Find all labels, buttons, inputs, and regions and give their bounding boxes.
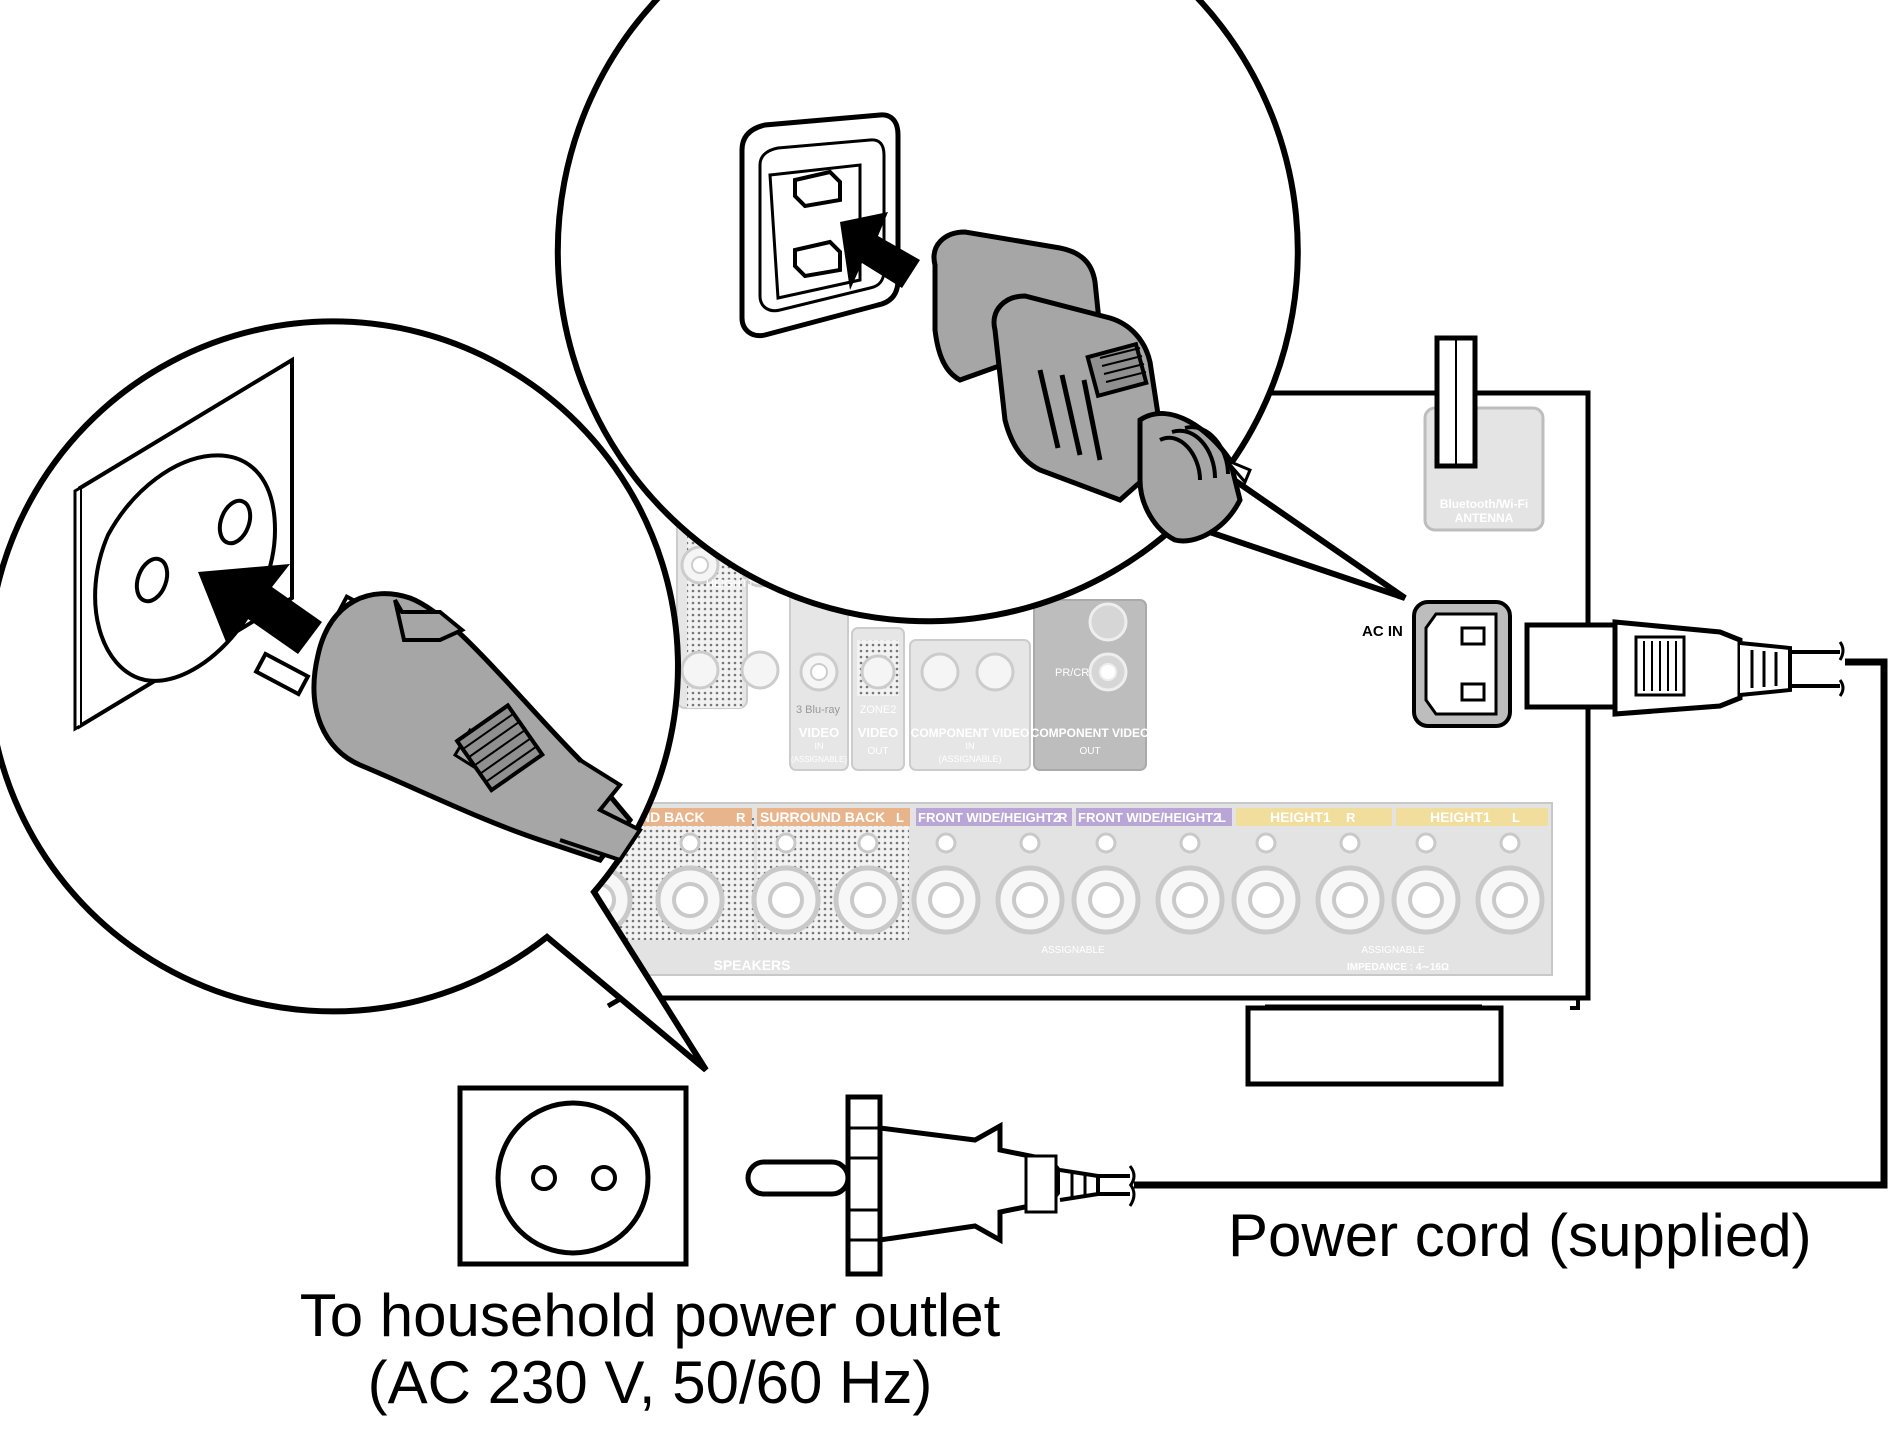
zone2-label: ZONE2: [860, 704, 897, 716]
component-video-out-label: OUT: [1079, 746, 1100, 757]
speaker-terminals: ND BACK SURROUND BACK FRONT WIDE/HEIGHT2…: [563, 802, 1553, 976]
speaker-label-3: FRONT WIDE/HEIGHT2: [918, 810, 1060, 825]
outlet-caption: To household power outlet (AC 230 V, 50/…: [285, 1282, 1015, 1416]
video-in-label: IN: [815, 741, 824, 751]
speaker-side-6: L: [1512, 810, 1520, 825]
minus-terminal-icon: [679, 832, 701, 854]
binding-post-center: [1408, 882, 1444, 918]
arrow-right-icon: [840, 212, 920, 290]
ac-in-label: AC IN: [1362, 623, 1403, 640]
binding-post-center: [928, 882, 964, 918]
binding-post-center: [672, 882, 708, 918]
minus-terminal-icon: [857, 832, 879, 854]
household-outlet: [457, 1085, 689, 1267]
receiver-foot: [1245, 1005, 1504, 1087]
speaker-label-2: SURROUND BACK: [760, 809, 885, 825]
binding-post-center: [1088, 882, 1124, 918]
plus-terminal-icon: [1415, 832, 1437, 854]
component-video-in-assignable: (ASSIGNABLE): [938, 754, 1001, 764]
minus-terminal-icon: [1499, 832, 1521, 854]
speaker-side-3: R: [1058, 810, 1068, 825]
speakers-label: SPEAKERS: [713, 957, 790, 973]
power-cord-caption: Power cord (supplied): [1228, 1202, 1812, 1269]
minus-terminal-icon: [1019, 832, 1041, 854]
plus-terminal-icon: [1095, 832, 1117, 854]
speaker-side-1: R: [736, 810, 746, 825]
plug-icon: [253, 591, 643, 863]
binding-post-center: [1248, 882, 1284, 918]
iec-connector-icon: [931, 229, 1252, 544]
assignable-label-1: ASSIGNABLE: [1041, 945, 1105, 956]
outlet-caption-line2: (AC 230 V, 50/60 Hz): [367, 1349, 933, 1417]
binding-post-center: [768, 882, 804, 918]
iec-magnifier: [554, 0, 1407, 625]
impedance-label: IMPEDANCE : 4∼16Ω: [1347, 962, 1449, 973]
receiver-rear-panel: Bluetooth/Wi-Fi ANTENNA AC IN: [563, 335, 1845, 1087]
video-out-title: VIDEO: [858, 725, 898, 740]
iec-connector-inserted: [1524, 619, 1845, 717]
outlet-caption-line1: To household power outlet: [299, 1282, 1001, 1349]
binding-post-center: [1012, 882, 1048, 918]
component-video-in-label: IN: [966, 741, 975, 751]
wall-socket-magnifier: [0, 318, 709, 1073]
speaker-label-4: FRONT WIDE/HEIGHT2: [1078, 810, 1220, 825]
antenna-label-line1: Bluetooth/Wi-Fi: [1440, 497, 1529, 511]
assignable-label-2: ASSIGNABLE: [1361, 945, 1425, 956]
blu-ray-label: 3 Blu-ray: [796, 704, 841, 716]
power-cord: [1134, 658, 1888, 1189]
speaker-side-2: L: [896, 810, 904, 825]
minus-terminal-icon: [1179, 832, 1201, 854]
component-video-out-title: COMPONENT VIDEO: [1031, 726, 1150, 740]
speaker-label-5: HEIGHT1: [1270, 809, 1331, 825]
speaker-binding-posts: [563, 832, 1545, 935]
speaker-side-5: R: [1346, 810, 1356, 825]
speaker-label-1: ND BACK: [640, 809, 705, 825]
video-in-title: VIDEO: [799, 725, 839, 740]
ac-in-inlet: AC IN: [1362, 600, 1512, 728]
antenna: Bluetooth/Wi-Fi ANTENNA: [1423, 335, 1545, 532]
speaker-label-6: HEIGHT1: [1430, 809, 1491, 825]
component-video-in-title: COMPONENT VIDEO: [911, 726, 1030, 740]
video-in-assignable: (ASSIGNABLE): [791, 755, 847, 764]
binding-post-center: [1492, 882, 1528, 918]
pr-cr-label: PR/CR: [1055, 667, 1089, 679]
plus-terminal-icon: [935, 832, 957, 854]
plus-terminal-icon: [775, 832, 797, 854]
video-out-label: OUT: [867, 746, 888, 757]
minus-terminal-icon: [1339, 832, 1361, 854]
binding-post-center: [850, 882, 886, 918]
arrow-right-icon: [198, 564, 322, 654]
antenna-label-line2: ANTENNA: [1455, 511, 1514, 525]
height1-small-label: HEIGHT1: [706, 578, 754, 590]
plus-terminal-icon: [1255, 832, 1277, 854]
power-plug: [745, 1094, 1136, 1277]
speaker-side-4: L: [1218, 810, 1226, 825]
binding-post-center: [1172, 882, 1208, 918]
binding-post-center: [1332, 882, 1368, 918]
video-section: HEIGHT1 3 Blu-ray VIDEO IN (ASSIGNABLE) …: [676, 507, 1150, 771]
